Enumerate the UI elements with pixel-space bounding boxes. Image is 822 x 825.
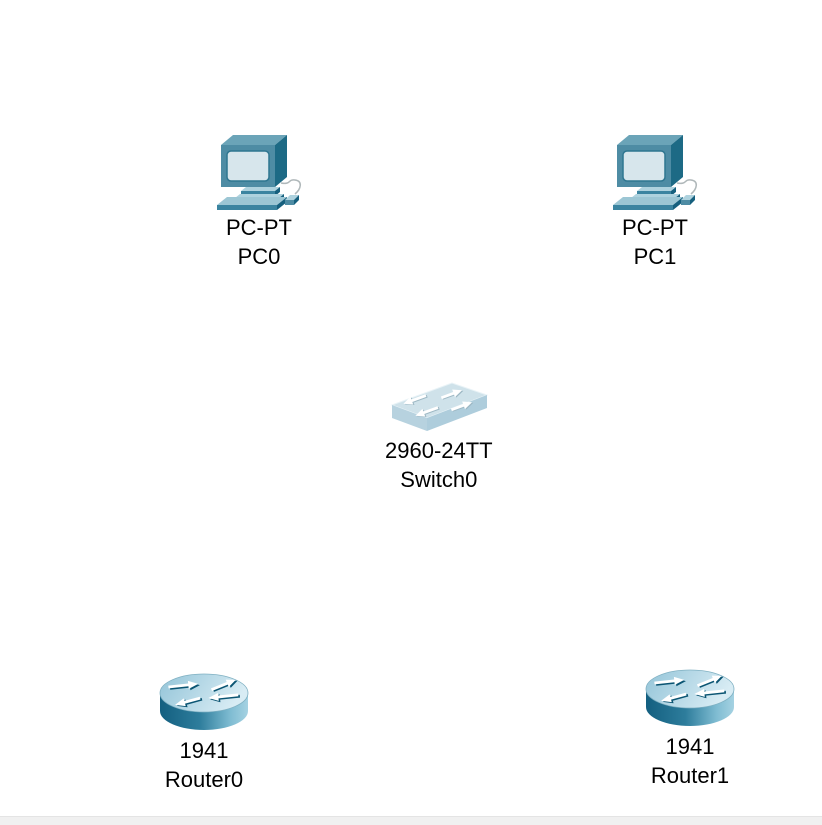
device-labels: PC-PT PC0 [226, 213, 292, 271]
device-switch0[interactable]: 2960-24TT Switch0 [385, 378, 493, 494]
router-icon [159, 673, 249, 730]
device-name-label: Router0 [164, 767, 244, 792]
pc-icon [613, 135, 697, 210]
device-router0[interactable]: 1941 Router0 [158, 670, 250, 794]
device-model-label: 2960-24TT [385, 438, 493, 463]
device-name-label: Router1 [650, 763, 730, 788]
device-labels: 1941 Router1 [651, 732, 729, 790]
device-model-label: PC-PT [226, 215, 292, 240]
device-labels: PC-PT PC1 [622, 213, 688, 271]
device-labels: 2960-24TT Switch0 [385, 436, 493, 494]
device-router1[interactable]: 1941 Router1 [644, 666, 736, 790]
device-name-label: PC1 [633, 244, 677, 269]
device-labels: 1941 Router0 [165, 736, 243, 794]
device-name-label: Switch0 [400, 467, 478, 492]
device-model-label: PC-PT [622, 215, 688, 240]
router-icon [645, 669, 735, 726]
device-pc0[interactable]: PC-PT PC0 [215, 131, 303, 271]
switch-icon [390, 382, 489, 431]
device-model-label: 1941 [665, 734, 715, 759]
device-name-label: PC0 [237, 244, 281, 269]
bottom-status-bar [0, 816, 822, 825]
device-model-label: 1941 [179, 738, 229, 763]
device-pc1[interactable]: PC-PT PC1 [611, 131, 699, 271]
pc-icon [217, 135, 301, 210]
